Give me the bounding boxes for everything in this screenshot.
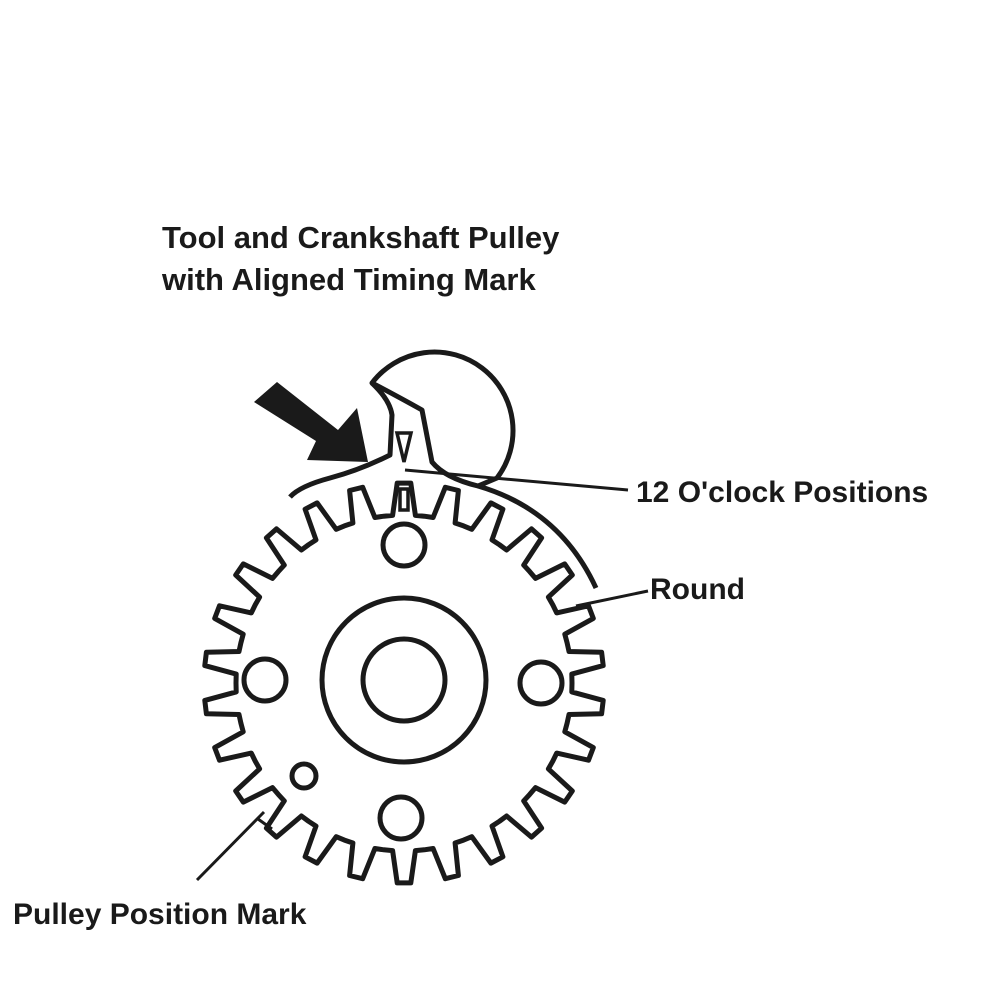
tool-rim-curve xyxy=(477,483,599,590)
tool-timing-triangle xyxy=(394,431,414,463)
hub-inner-bore xyxy=(360,636,448,724)
small-hole xyxy=(289,761,319,791)
leader-round xyxy=(575,589,649,608)
diagram-title-line-2: with Aligned Timing Mark xyxy=(162,262,536,297)
bolt-hole-top xyxy=(380,521,428,569)
leader-pulley-mark xyxy=(195,810,266,882)
bolt-hole-left xyxy=(241,656,289,704)
bolt-hole-right xyxy=(517,659,565,707)
round-label: Round xyxy=(650,573,745,606)
tool-neck-left xyxy=(288,381,395,499)
diagram-title-line-1: Tool and Crankshaft Pulley xyxy=(162,220,560,255)
crankshaft-pulley-gear xyxy=(202,480,606,886)
alignment-tool xyxy=(369,349,516,489)
pulley-position-notch xyxy=(257,817,273,831)
bolt-hole-bottom xyxy=(377,794,425,842)
pulley-position-mark-label: Pulley Position Mark xyxy=(13,898,307,931)
hub-outer-ring xyxy=(319,595,489,765)
arrow-icon xyxy=(254,382,368,462)
leader-12-oclock xyxy=(404,468,629,492)
pulley-timing-mark xyxy=(398,487,410,512)
twelve-oclock-label: 12 O'clock Positions xyxy=(636,476,929,509)
